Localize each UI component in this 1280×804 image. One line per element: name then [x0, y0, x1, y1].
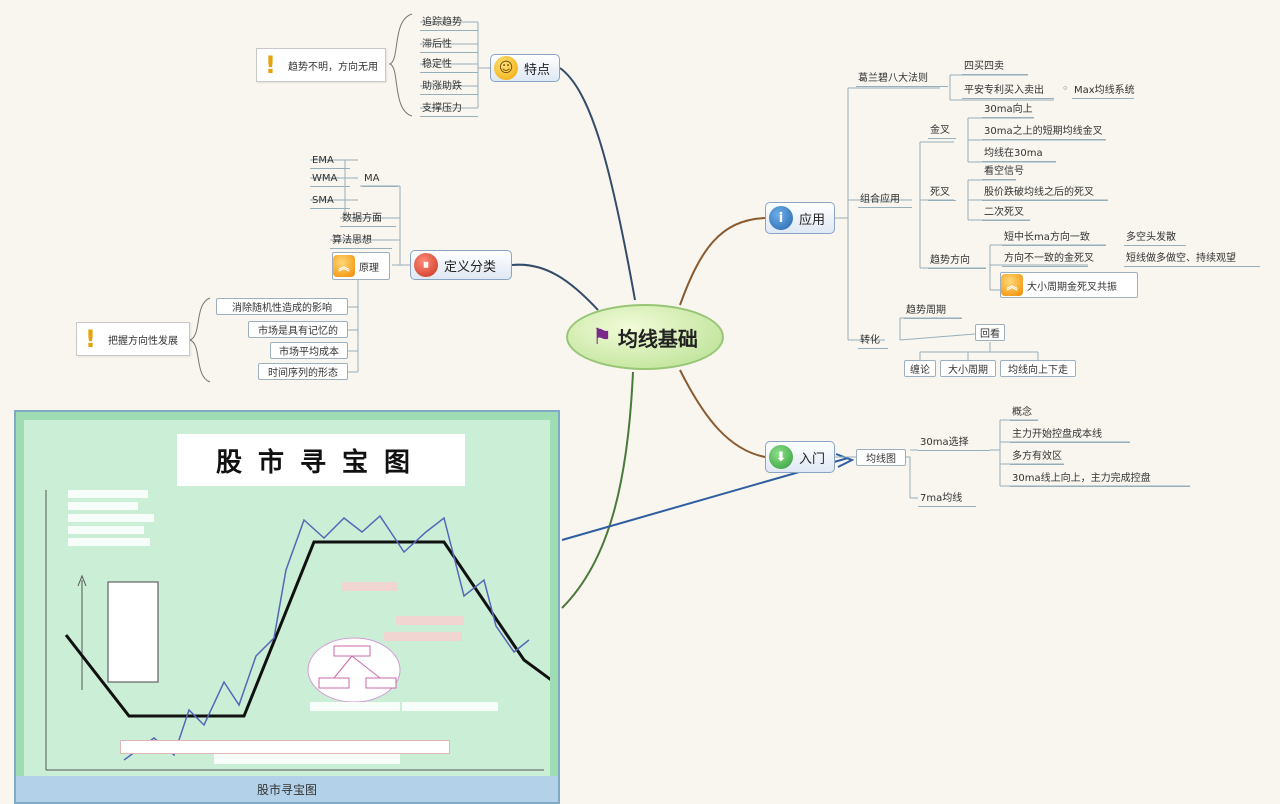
- image-text-block: [68, 538, 150, 546]
- image-bottom-strip: [120, 740, 450, 754]
- features-item-5[interactable]: 支撑压力: [420, 100, 478, 117]
- smile-icon: ☺: [494, 56, 518, 80]
- image-text-block: [68, 514, 154, 522]
- central-topic[interactable]: ⚑ 均线基础: [566, 304, 724, 370]
- app-direction-item-2[interactable]: 方向不一致的金死叉: [1002, 250, 1094, 267]
- image-text-block: [310, 702, 400, 711]
- app-turn-bottom-3[interactable]: 均线向上下走: [1000, 360, 1076, 377]
- app-golden-item-2[interactable]: 30ma之上的短期均线金叉: [982, 123, 1106, 140]
- app-death-cross[interactable]: 死叉: [928, 184, 956, 201]
- def-type-ma[interactable]: MA: [362, 170, 398, 187]
- topic-entry[interactable]: ⬇ 入门: [765, 441, 835, 473]
- embedded-treasure-map-image[interactable]: 股市寻宝图 股市寻宝图: [14, 410, 560, 804]
- central-topic-label: 均线基础: [617, 326, 698, 351]
- entry-root[interactable]: 均线图: [856, 449, 906, 466]
- features-item-4[interactable]: 助涨助跌: [420, 78, 478, 95]
- app-turn-center[interactable]: 回看: [975, 324, 1005, 341]
- def-type-sma[interactable]: SMA: [310, 192, 350, 209]
- embedded-image-caption: 股市寻宝图: [16, 776, 558, 802]
- image-ellipse-box-right: [365, 677, 397, 689]
- image-ellipse-link-right: [351, 655, 381, 679]
- def-principle[interactable]: ︽ 原理: [332, 252, 390, 280]
- image-text-block: [402, 702, 498, 711]
- image-text-block: [68, 526, 144, 534]
- topic-features[interactable]: ☺ 特点: [490, 54, 560, 82]
- image-ellipse-box-left: [318, 677, 350, 689]
- app-turn-bottom-2[interactable]: 大小周期: [940, 360, 996, 377]
- app-direction[interactable]: 趋势方向: [928, 252, 986, 269]
- app-golden-item-3[interactable]: 均线在30ma: [982, 145, 1056, 162]
- app-turn[interactable]: 转化: [858, 332, 888, 349]
- app-granville[interactable]: 葛兰碧八大法则: [856, 70, 948, 87]
- app-granville-ellipsis: ◦: [1062, 82, 1069, 95]
- app-direction-item-1[interactable]: 短中长ma方向一致: [1002, 229, 1106, 246]
- app-granville-item-1[interactable]: 四买四卖: [962, 58, 1028, 75]
- app-direction-extra-1[interactable]: 多空头发散: [1124, 229, 1186, 246]
- entry-ma30[interactable]: 30ma选择: [918, 434, 990, 451]
- image-trend-line: [64, 540, 550, 718]
- features-item-3[interactable]: 稳定性: [420, 56, 478, 73]
- entry-ma30-item-1[interactable]: 概念: [1010, 404, 1038, 421]
- image-text-block: [342, 582, 398, 591]
- chevron-double-icon: ︽: [1001, 274, 1023, 296]
- topic-definition-label: 定义分类: [444, 259, 497, 275]
- image-ellipse-box-top: [333, 645, 371, 657]
- features-item-2[interactable]: 滞后性: [420, 36, 478, 53]
- app-golden-item-1[interactable]: 30ma向上: [982, 101, 1034, 118]
- def-principle-item-4[interactable]: 时间序列的形态: [258, 363, 348, 380]
- exclamation-icon: !: [265, 51, 276, 79]
- embedded-image-canvas: 股市寻宝图: [24, 420, 550, 780]
- entry-ma7[interactable]: 7ma均线: [918, 490, 976, 507]
- stop-icon: ⏸: [414, 253, 438, 277]
- definition-note[interactable]: ! 把握方向性发展: [76, 322, 190, 356]
- def-principle-item-3[interactable]: 市场平均成本: [270, 342, 348, 359]
- topic-application-label: 应用: [799, 212, 826, 228]
- app-granville-item-2[interactable]: 平安专利买入卖出: [962, 82, 1054, 99]
- app-death-item-1[interactable]: 看空信号: [982, 163, 1024, 180]
- def-type-ema[interactable]: EMA: [310, 152, 350, 169]
- app-turn-top[interactable]: 趋势周期: [904, 302, 962, 319]
- entry-ma30-item-4[interactable]: 30ma线上向上，主力完成控盘: [1010, 470, 1190, 487]
- image-ellipse-link-left: [333, 655, 353, 679]
- image-text-block: [68, 502, 138, 510]
- down-arrow-icon: ⬇: [769, 445, 793, 469]
- flag-icon: ⚑: [592, 324, 612, 350]
- topic-application[interactable]: i 应用: [765, 202, 835, 234]
- def-item-data[interactable]: 数据方面: [340, 210, 396, 227]
- image-text-block: [384, 632, 462, 641]
- entry-ma30-item-3[interactable]: 多方有效区: [1010, 448, 1064, 465]
- app-death-item-2[interactable]: 股价跌破均线之后的死叉: [982, 184, 1108, 201]
- image-arrow-head: [77, 574, 87, 587]
- chevron-double-icon: ︽: [333, 255, 355, 277]
- image-text-block: [68, 490, 148, 498]
- app-direction-extra-2[interactable]: 短线做多做空、持续观望: [1124, 250, 1260, 267]
- app-combination[interactable]: 组合应用: [858, 191, 912, 208]
- def-principle-item-1[interactable]: 消除随机性造成的影响: [216, 298, 348, 315]
- image-text-block: [396, 616, 464, 625]
- def-principle-item-2[interactable]: 市场是具有记忆的: [248, 321, 348, 338]
- exclamation-icon: !: [85, 325, 96, 353]
- features-item-1[interactable]: 追踪趋势: [420, 14, 478, 31]
- app-golden-cross[interactable]: 金叉: [928, 122, 956, 139]
- features-note[interactable]: ! 趋势不明，方向无用: [256, 48, 386, 82]
- entry-ma30-item-2[interactable]: 主力开始控盘成本线: [1010, 426, 1130, 443]
- topic-entry-label: 入门: [799, 451, 826, 467]
- info-icon: i: [769, 206, 793, 230]
- image-price-line: [123, 514, 530, 761]
- topic-features-label: 特点: [524, 62, 551, 78]
- app-granville-extra[interactable]: Max均线系统: [1072, 82, 1135, 99]
- app-turn-bottom-1[interactable]: 缠论: [904, 360, 936, 377]
- app-direction-note[interactable]: ︽ 大小周期金死叉共振: [1000, 272, 1138, 298]
- def-type-wma[interactable]: WMA: [310, 170, 350, 187]
- topic-definition[interactable]: ⏸ 定义分类: [410, 250, 512, 280]
- image-legend-box: [107, 581, 159, 683]
- app-death-item-3[interactable]: 二次死叉: [982, 204, 1030, 221]
- embedded-image-title: 股市寻宝图: [177, 434, 465, 486]
- embedded-image-drawing: [45, 490, 550, 771]
- def-item-algorithm[interactable]: 算法思想: [330, 232, 392, 249]
